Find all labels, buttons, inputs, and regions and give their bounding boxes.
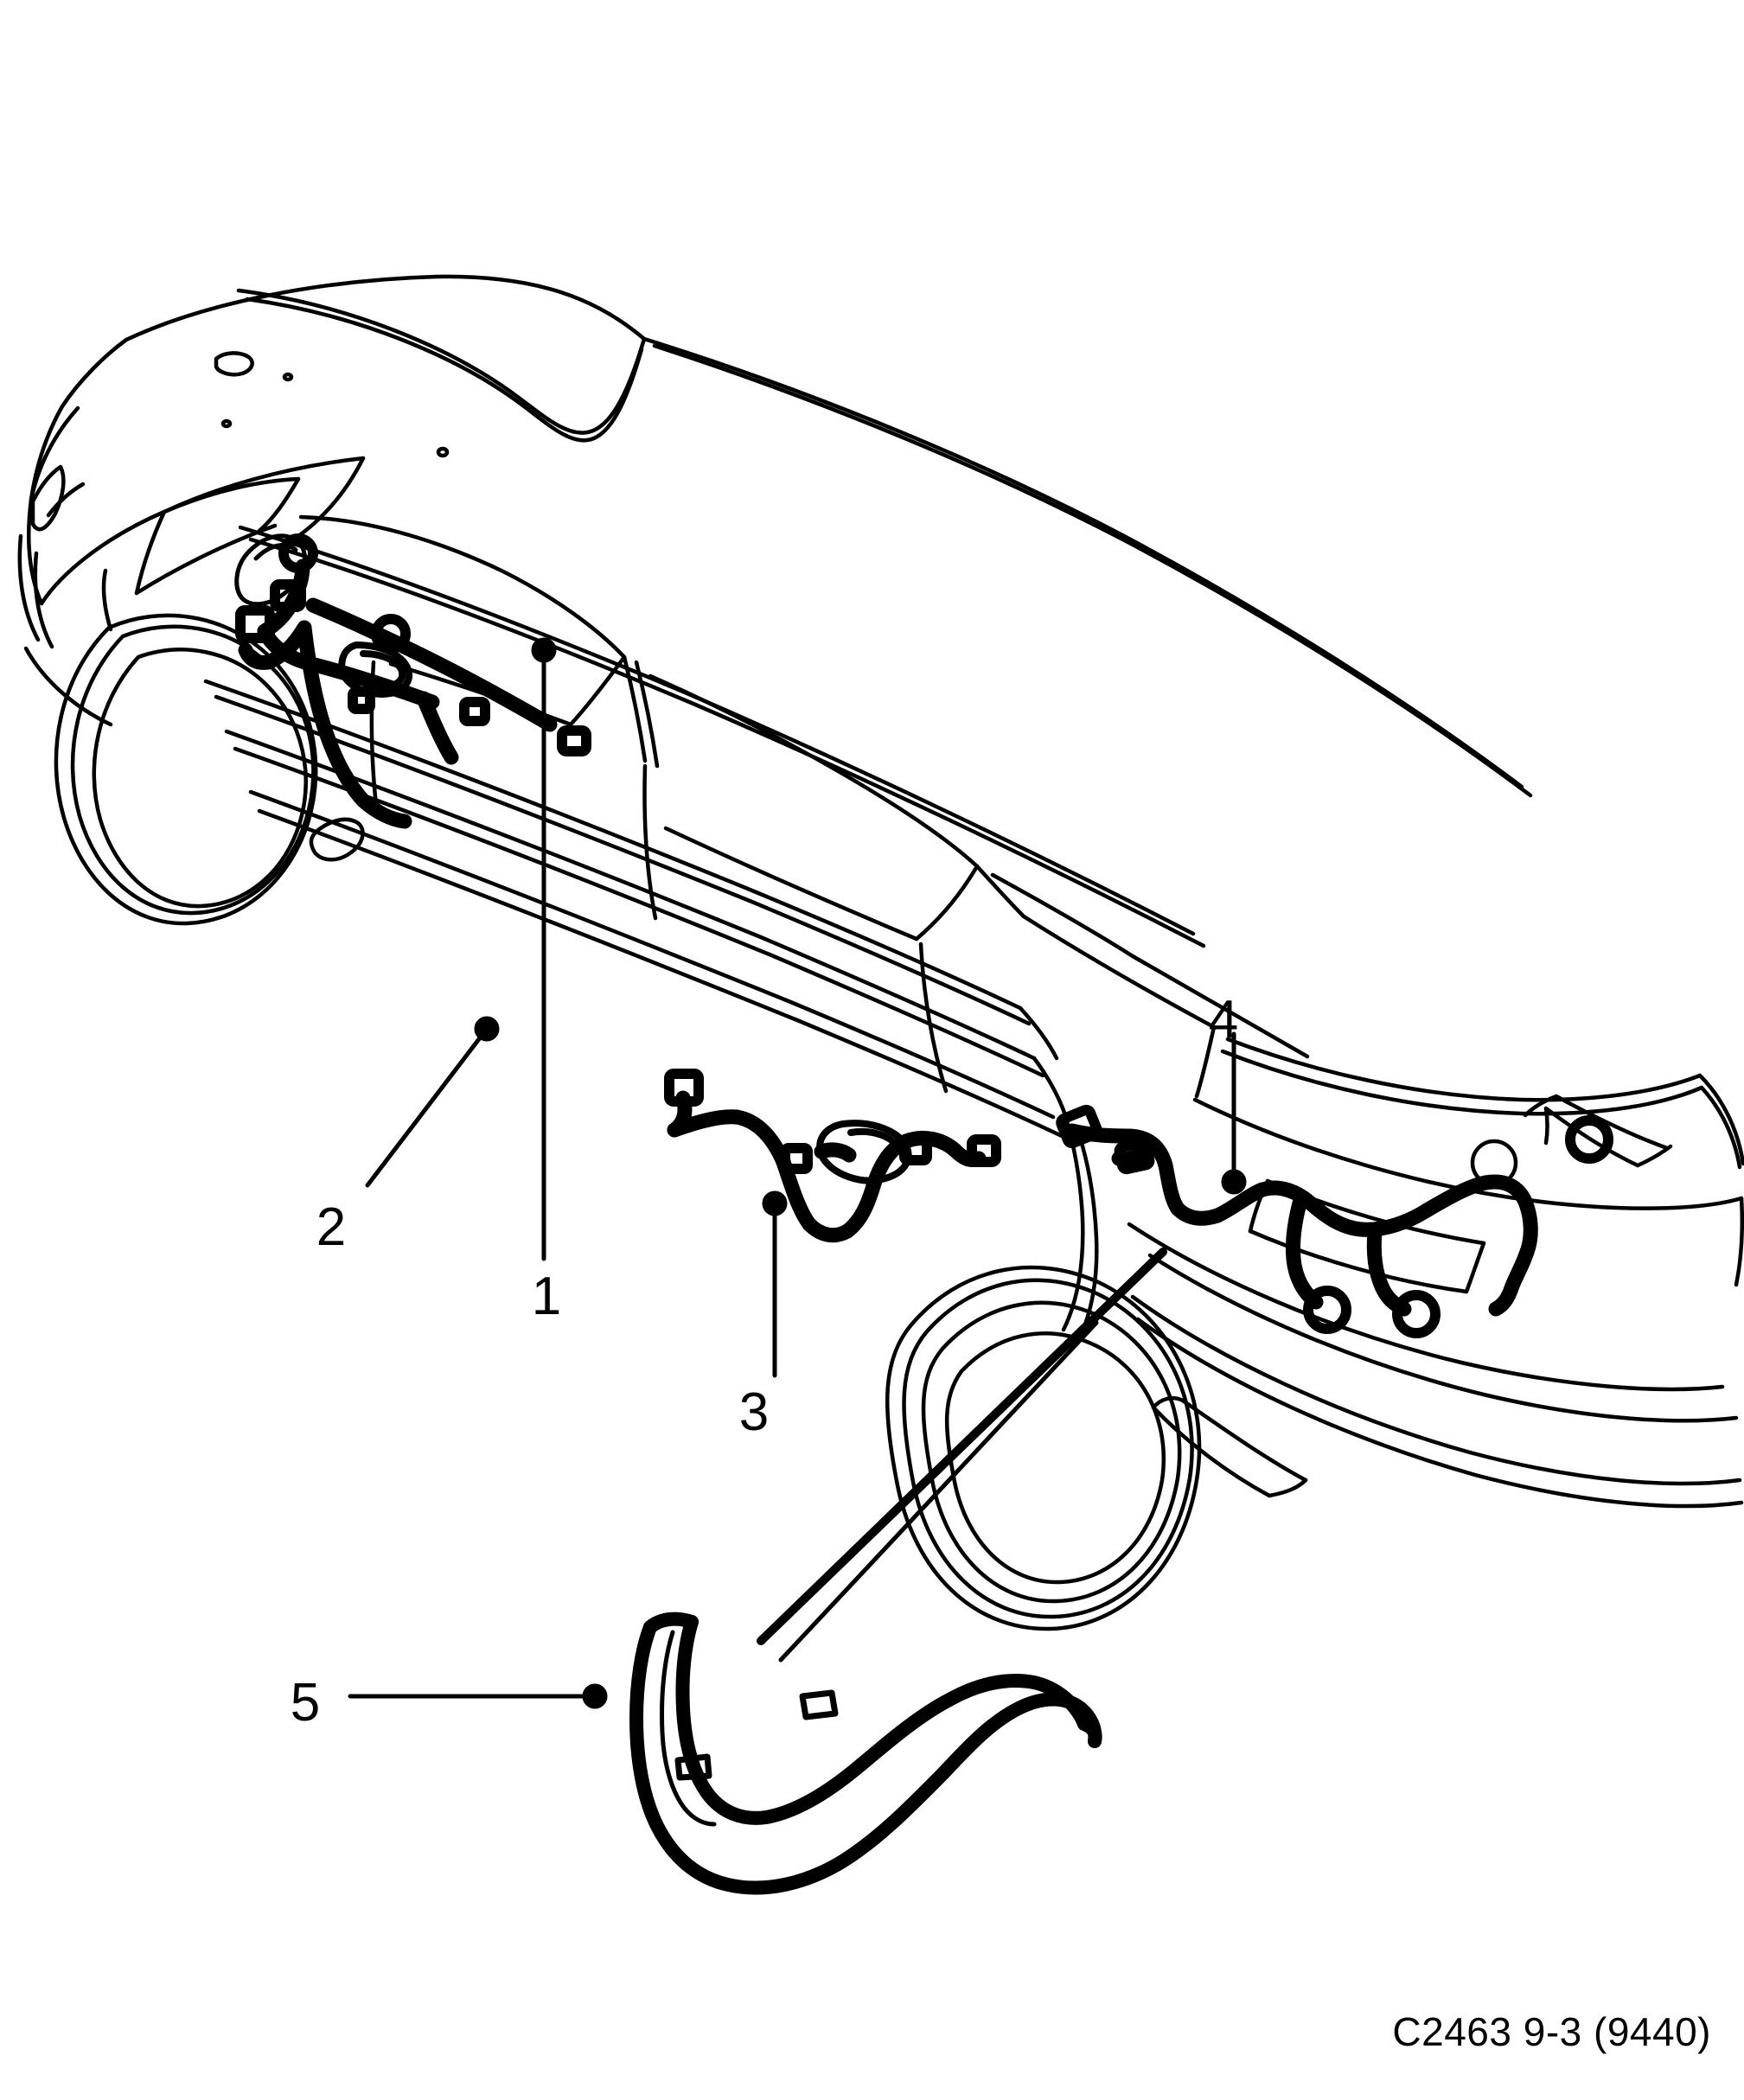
side-mirror	[234, 533, 307, 607]
callout-2-leader	[365, 1026, 489, 1188]
callout-label-4[interactable]: 4	[1209, 990, 1238, 1050]
callout-label-5[interactable]: 5	[291, 1673, 320, 1733]
callout-5-dot	[582, 1683, 608, 1709]
callout-numbers: 1 2 3 4 5	[291, 990, 1238, 1733]
callout-1-dot	[531, 637, 557, 663]
harness-protective-conduit-detail	[629, 1612, 1102, 1895]
rear-trunk-harness	[1064, 1123, 1538, 1317]
front-door-handle	[338, 641, 413, 698]
callout-2-dot	[474, 1016, 500, 1042]
detail-callout-leader-line	[757, 1248, 1167, 1645]
callout-label-3[interactable]: 3	[739, 1382, 769, 1442]
rear-trunk-harness-connectors	[1056, 1104, 1613, 1338]
conduit-clip-tabs	[674, 1689, 839, 1781]
car-body-outline	[17, 274, 1744, 1631]
callout-label-1[interactable]: 1	[532, 1267, 561, 1326]
conduit-inner-rib	[660, 1630, 717, 1827]
figure-caption: C2463 9-3 (9440)	[1392, 2009, 1711, 2054]
callout-label-2[interactable]: 2	[316, 1197, 346, 1257]
rear-door-handle	[816, 1120, 912, 1184]
callout-3-dot	[762, 1190, 788, 1216]
detail-callout-leader-line-2	[778, 1320, 1099, 1663]
callout-leaders	[348, 637, 1247, 1709]
callout-4-dot	[1221, 1169, 1247, 1195]
